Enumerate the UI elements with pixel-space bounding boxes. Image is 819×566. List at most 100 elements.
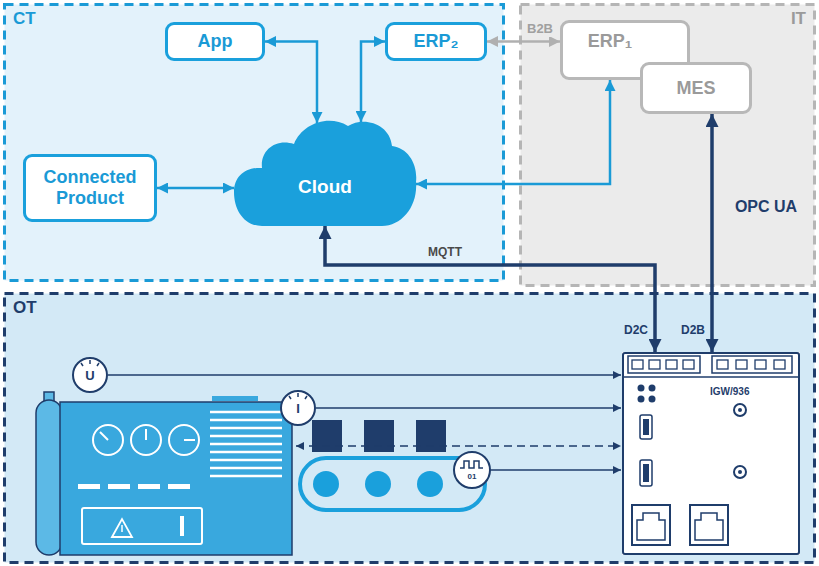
dial [131, 425, 161, 455]
dial [169, 425, 199, 455]
gauge-symbol: I [288, 402, 308, 416]
dial [93, 425, 123, 455]
zone-title: CT [13, 9, 36, 29]
connector-arrow [325, 226, 655, 352]
terminal [736, 360, 747, 369]
erp-box: ERP₂ [385, 22, 487, 61]
gauge-ticks [289, 393, 307, 399]
dial-needle [184, 439, 195, 441]
connector-arrow [416, 80, 610, 184]
antenna-port [734, 466, 746, 478]
machine [36, 392, 292, 555]
pulse-wave [460, 461, 483, 468]
ethernet-socket [637, 513, 665, 540]
vent-line [210, 443, 282, 446]
panel-dash [168, 484, 190, 489]
control-wire [296, 445, 621, 447]
terminal-block [712, 356, 792, 373]
terminal [683, 360, 694, 369]
zone-outline [5, 294, 815, 563]
node-label: MES [676, 78, 715, 99]
gateway-device: IGW/936 [622, 352, 800, 555]
vents [210, 412, 282, 476]
app-box: App [165, 22, 265, 61]
channel-label: D2B [657, 324, 705, 337]
gauge-symbol: U [80, 369, 100, 383]
antenna-pin [738, 408, 742, 412]
gauge-ticks [81, 360, 99, 366]
status-led [649, 385, 656, 392]
warning-triangle [112, 519, 132, 537]
status-led [638, 385, 645, 392]
panel-dash [78, 484, 100, 489]
vent-line [210, 459, 282, 462]
ct-zone: CT App ERP₂ Connected Product Cloud [3, 3, 505, 282]
gas-cylinder [36, 400, 62, 555]
connector-arrow [157, 187, 234, 190]
cloud-outline [232, 112, 418, 226]
ethernet-port [632, 505, 670, 545]
product-box-icon [312, 420, 342, 452]
sensor-wire [490, 469, 621, 471]
vent-line [210, 411, 282, 414]
hdmi-port [640, 460, 652, 486]
connector-arrow [265, 42, 317, 124]
connector-arrow [361, 42, 385, 123]
dial-needle [100, 432, 108, 440]
vent-line [210, 467, 282, 470]
panel-dash [108, 484, 130, 489]
zone-title: OT [13, 298, 37, 318]
sensor-wires [108, 375, 621, 470]
terminal [717, 360, 728, 369]
status-led [649, 396, 656, 403]
product-box: Connected Product [23, 154, 157, 222]
node-label: App [198, 31, 233, 52]
warning-mark [121, 525, 123, 532]
voltage-gauge [73, 358, 107, 392]
gateway-drawing [622, 352, 800, 555]
pulse-counter [454, 452, 490, 488]
channel-label: D2C [600, 324, 648, 337]
warning-panel [82, 508, 202, 544]
terminal [755, 360, 766, 369]
node-label: ERP₂ [413, 31, 458, 52]
terminal [632, 360, 643, 369]
protocol-label: MQTT [425, 245, 465, 260]
terminal-block [628, 356, 700, 373]
current-gauge [281, 391, 315, 425]
machine-handle [212, 396, 258, 401]
terminal [774, 360, 785, 369]
dial-needle [145, 429, 147, 440]
product-box-icon [416, 420, 446, 452]
terminal [666, 360, 677, 369]
status-led [638, 396, 645, 403]
roller [417, 471, 443, 497]
usb-pin [643, 419, 649, 435]
gateway-body [622, 352, 800, 555]
panel-bar [180, 516, 184, 536]
roller [365, 471, 391, 497]
hdmi-pin [643, 464, 649, 482]
counter-symbol: 01 [462, 472, 482, 481]
antenna-port [734, 404, 746, 416]
vent-line [210, 451, 282, 454]
zone-fills [5, 5, 815, 563]
panel-dash [138, 484, 160, 489]
product-box-icon [364, 420, 394, 452]
gauges [73, 358, 490, 488]
vent-line [210, 435, 282, 438]
mes-box: MES [640, 62, 752, 114]
zone-title: IT [791, 9, 806, 29]
antenna-pin [738, 470, 742, 474]
connector-arrow [710, 114, 714, 352]
terminal [649, 360, 660, 369]
cloud-shape: Cloud [232, 112, 418, 226]
gateway-divider [622, 376, 800, 378]
sensor-wire [316, 407, 621, 409]
sensor-wire [108, 374, 621, 376]
zone-outline [5, 5, 504, 281]
device-label: IGW/936 [710, 386, 749, 398]
zone-outline [521, 5, 815, 286]
connector-arrow [487, 40, 560, 43]
